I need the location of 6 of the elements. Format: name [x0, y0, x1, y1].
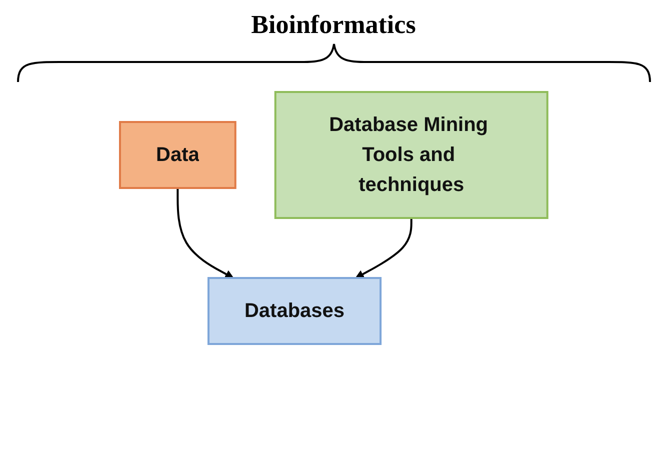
diagram-title: Bioinformatics — [250, 10, 417, 40]
node-box: Database Mining Tools and techniques — [274, 91, 548, 219]
arrow — [355, 218, 412, 278]
arrow — [176, 188, 234, 278]
node-box: Data — [118, 121, 236, 189]
node-box: Databases — [207, 277, 382, 345]
